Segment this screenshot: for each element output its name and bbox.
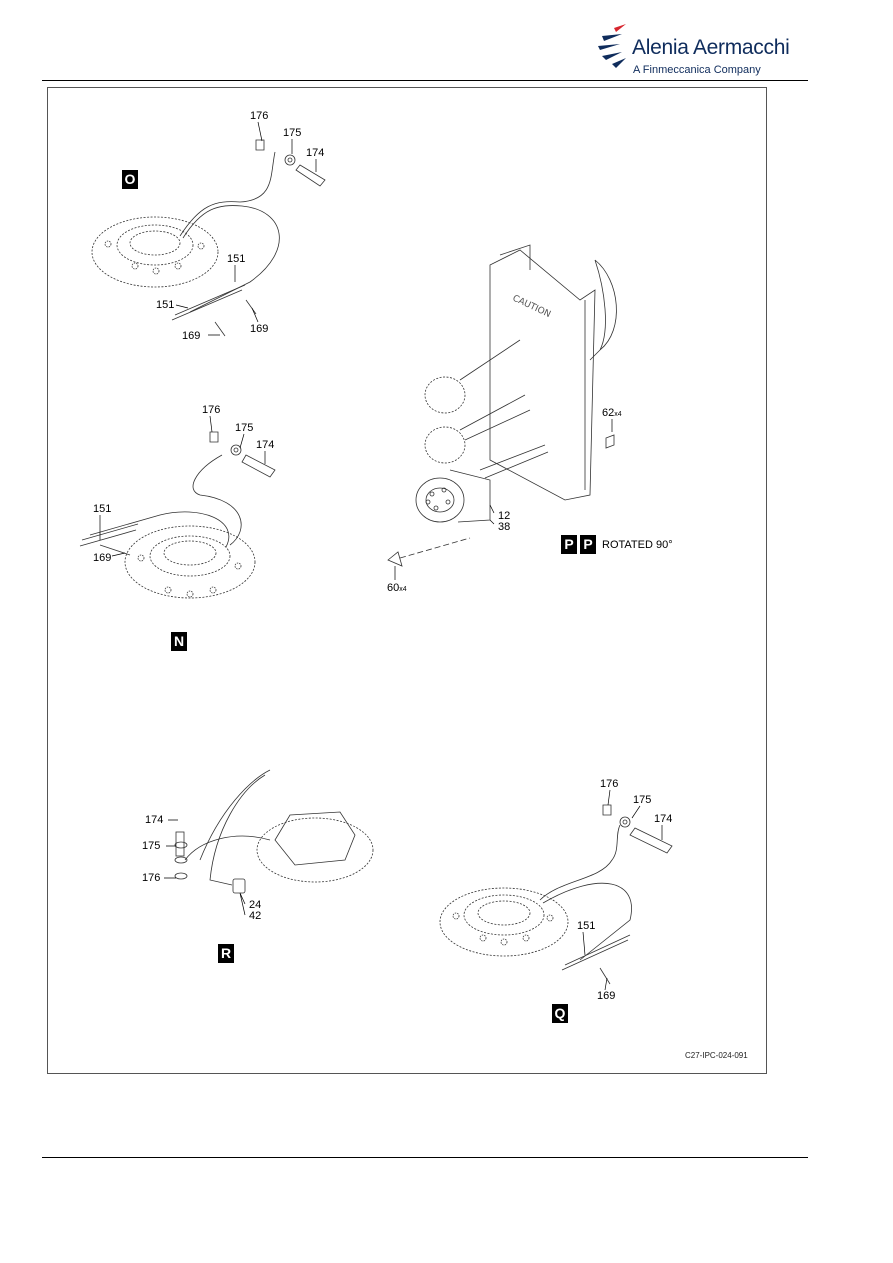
view-p-badge-2: P [580, 535, 596, 554]
view-n-badge: N [171, 632, 187, 651]
callout-o-169-a: 169 [182, 330, 201, 342]
callout-q-176: 176 [600, 778, 619, 790]
aermacchi-swoosh-icon [598, 24, 626, 68]
callout-q-175: 175 [633, 794, 652, 806]
callout-q-174: 174 [654, 813, 673, 825]
company-tagline: A Finmeccanica Company [633, 64, 761, 76]
callout-o-174: 174 [306, 147, 325, 159]
view-p-badge-1: P [561, 535, 577, 554]
callout-n-151: 151 [93, 503, 112, 515]
callout-o-151-b: 151 [156, 299, 175, 311]
footer-rule [42, 1157, 808, 1158]
callout-p-62: 62x4 [602, 407, 622, 419]
callout-r-175: 175 [142, 840, 161, 852]
callout-o-175: 175 [283, 127, 302, 139]
view-p-rotation-note: ROTATED 90° [602, 539, 673, 551]
callout-q-169: 169 [597, 990, 616, 1002]
callout-q-151: 151 [577, 920, 596, 932]
callout-r-176: 176 [142, 872, 161, 884]
view-o-badge: O [122, 170, 138, 189]
callout-o-151-a: 151 [227, 253, 246, 265]
callout-n-175: 175 [235, 422, 254, 434]
header-rule [42, 80, 808, 81]
callout-p-60: 60x4 [387, 582, 407, 594]
callout-p-38: 38 [498, 521, 511, 533]
callout-n-176: 176 [202, 404, 221, 416]
callout-n-174: 174 [256, 439, 275, 451]
view-r-artwork [174, 769, 374, 894]
callout-r-24: 24 [249, 899, 262, 911]
view-q-badge: Q [552, 1004, 568, 1023]
figure-frame [47, 87, 767, 1074]
view-o-artwork [91, 139, 326, 337]
callout-r-174: 174 [145, 814, 164, 826]
view-r-badge: R [218, 944, 234, 963]
callout-n-169: 169 [93, 552, 112, 564]
company-name: Alenia Aermacchi [632, 36, 790, 59]
callout-o-169-b: 169 [250, 323, 269, 335]
company-logo: Alenia Aermacchi A Finmeccanica Company [596, 22, 796, 82]
callout-o-176: 176 [250, 110, 269, 122]
view-n-artwork [79, 431, 276, 599]
view-q-artwork [439, 804, 673, 985]
callout-r-42: 42 [249, 910, 262, 922]
figure-reference: C27-IPC-024-091 [685, 1051, 748, 1060]
callout-p-12: 12 [498, 510, 511, 522]
